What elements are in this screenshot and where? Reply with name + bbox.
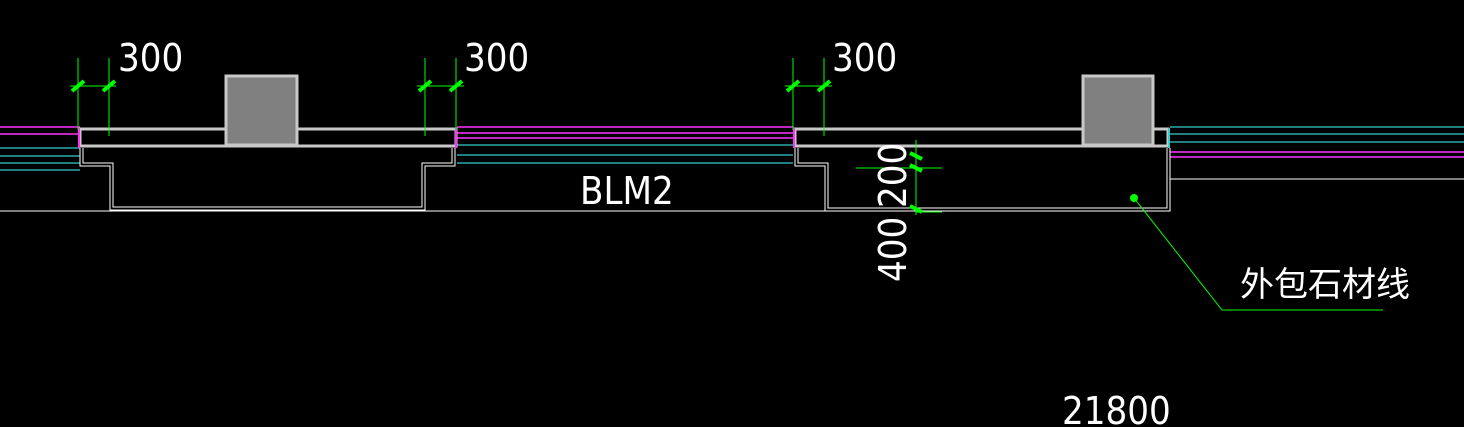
dimension-vertical — [856, 140, 942, 215]
dim-label-300-right: 300 — [832, 36, 897, 80]
left-section — [78, 74, 458, 211]
right-column — [1081, 74, 1155, 147]
dim-label-200: 200 — [871, 143, 915, 208]
dim-label-300-middle: 300 — [464, 36, 529, 80]
right-section — [793, 74, 1171, 212]
layer-lines — [0, 126, 1464, 180]
left-base-outline — [79, 148, 456, 211]
total-dimension-label: 21800 — [1062, 389, 1171, 427]
component-label: BLM2 — [580, 169, 674, 213]
dimension-300-right — [785, 58, 832, 136]
dimension-300-middle — [417, 58, 464, 136]
left-base-outline-inner — [82, 148, 453, 208]
leader-note-label: 外包石材线 — [1240, 265, 1410, 305]
dimension-300-left — [70, 58, 117, 136]
dim-label-300-left: 300 — [118, 36, 183, 80]
right-base-outline — [794, 148, 1171, 212]
right-base-outline-inner — [797, 148, 1168, 209]
dim-label-400: 400 — [871, 217, 915, 282]
leader-line — [1130, 194, 1383, 311]
left-column — [224, 74, 299, 147]
